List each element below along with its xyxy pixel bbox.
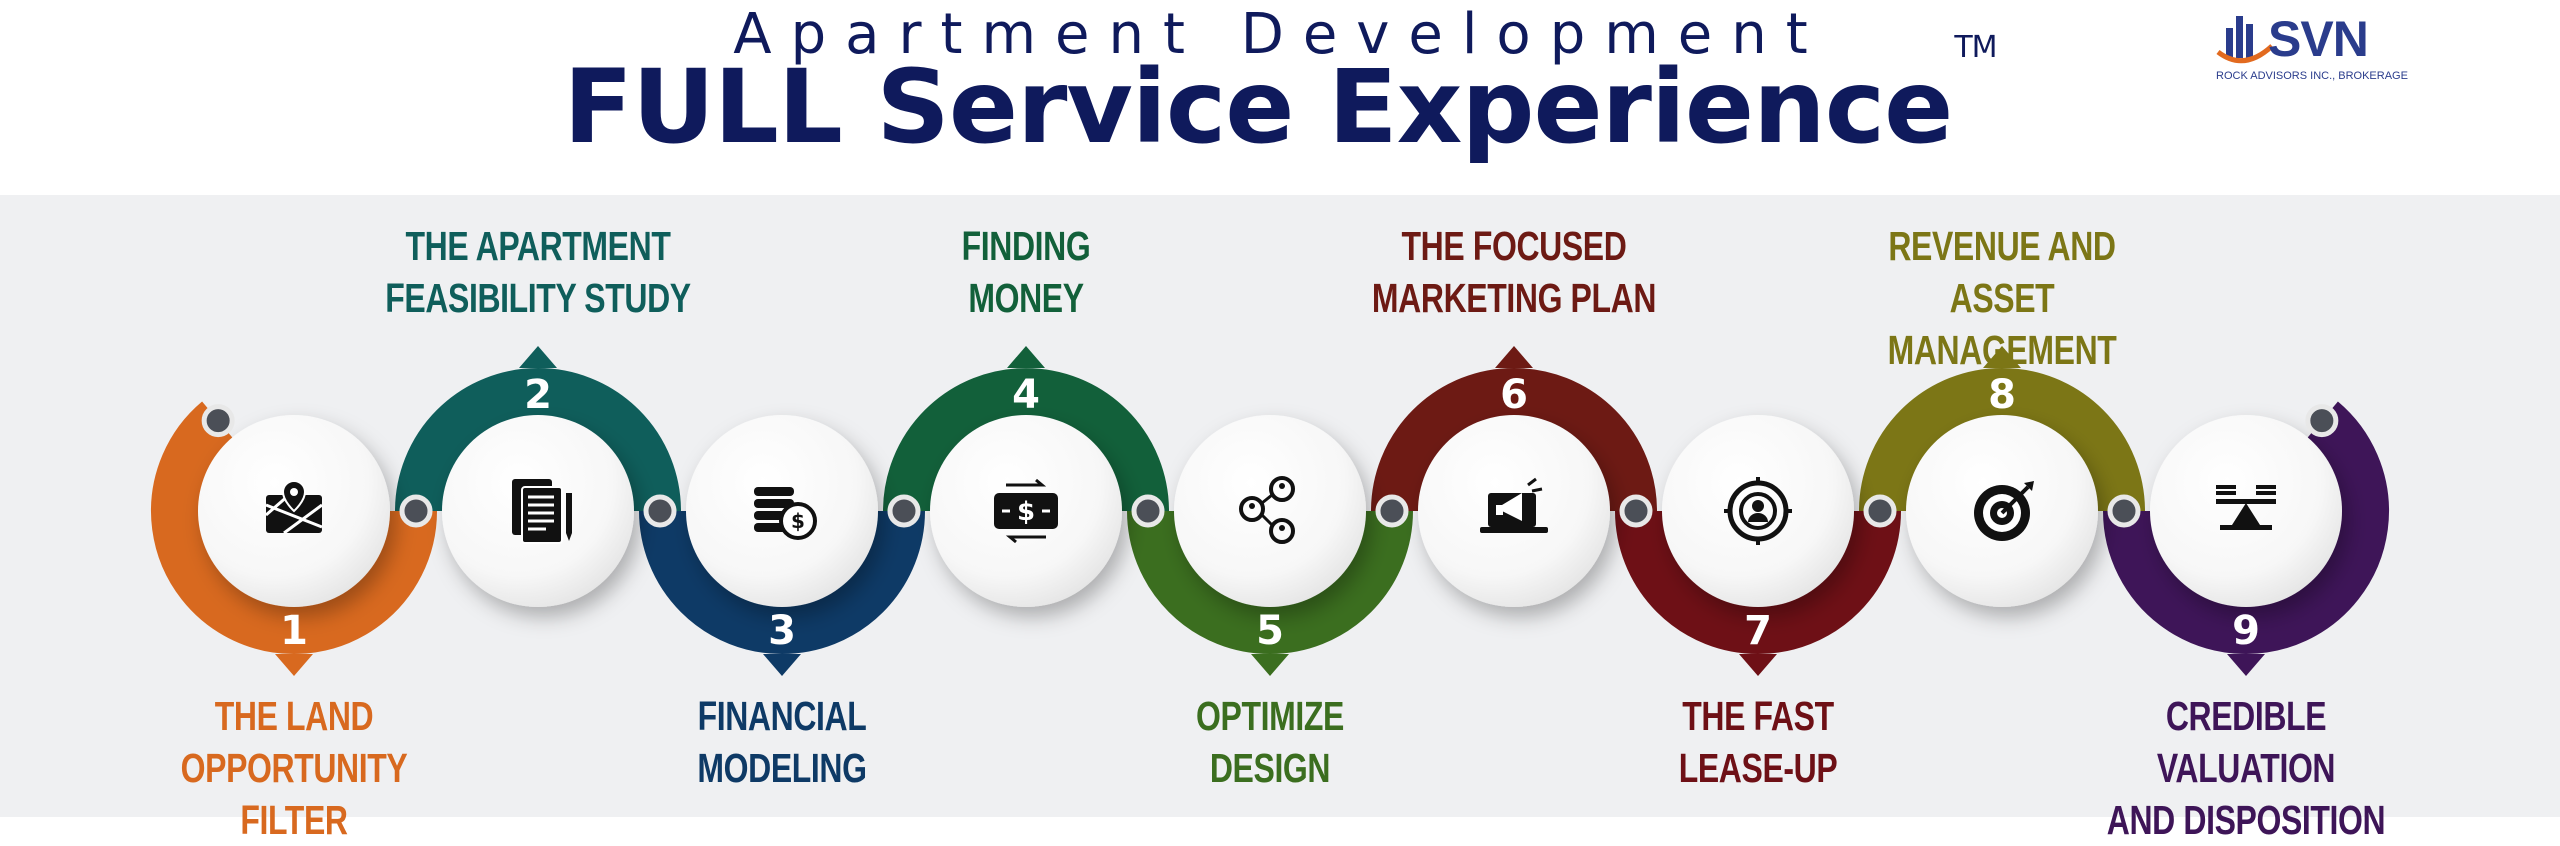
step-pointer-6 (1495, 346, 1533, 368)
step-disc-5 (1174, 415, 1366, 607)
step-pointer-4 (1007, 346, 1045, 368)
logo-bars-icon (2216, 16, 2274, 64)
step-pointer-8 (1983, 346, 2021, 368)
step-arc-9 (2103, 401, 2389, 654)
step-label-9: CREDIBLE VALUATION AND DISPOSITION (2106, 693, 2386, 843)
step-arc-3 (639, 510, 925, 654)
svg-text:$: $ (791, 509, 805, 533)
step-disc-2 (442, 415, 634, 607)
step-disc-8 (1906, 415, 2098, 607)
end-dot (2305, 404, 2339, 438)
disc-circle (1174, 415, 1366, 607)
step-disc-1 (198, 415, 390, 607)
network-people-icon (1239, 476, 1295, 544)
page-title: FULL Service ExperienceTM (0, 30, 2560, 167)
step-disc-6 (1418, 415, 1610, 607)
connector-dot (887, 494, 921, 528)
connector-dot (1863, 494, 1897, 528)
step-disc-4: $ (930, 415, 1122, 607)
disc-layer: $$ (198, 415, 2342, 607)
step-arc-5 (1127, 510, 1413, 654)
step-number-6: 6 (1500, 372, 1528, 418)
step-pointer-5 (1251, 654, 1289, 676)
step-number-4: 4 (1012, 372, 1040, 418)
balance-scale-icon (2216, 485, 2276, 530)
step-label-8: REVENUE AND ASSET MANAGEMENT (1887, 223, 2117, 373)
step-arc-1 (151, 401, 437, 654)
step-arc-4 (883, 368, 1169, 512)
step-pointer-2 (519, 346, 557, 368)
step-number-9: 9 (2232, 608, 2260, 654)
step-disc-9 (2150, 415, 2342, 607)
step-label-6: THE FOCUSED MARKETING PLAN (1371, 223, 1657, 321)
step-arc-6 (1371, 368, 1657, 512)
trademark-mark: TM (1954, 30, 1997, 65)
step-number-7: 7 (1744, 608, 1772, 654)
page-supertitle: Apartment Development (733, 2, 1827, 67)
step-pointer-1 (275, 654, 313, 676)
title-text: FULL Service Experience (563, 48, 1953, 167)
step-number-5: 5 (1256, 608, 1284, 654)
money-transfer-icon: $ (994, 478, 1058, 544)
connector-dot (1131, 494, 1165, 528)
step-disc-7 (1662, 415, 1854, 607)
connector-dot (1619, 494, 1653, 528)
step-arc-2 (395, 368, 681, 512)
connector-dot (2107, 494, 2141, 528)
step-number-1: 1 (280, 608, 308, 654)
coins-dollar-icon: $ (754, 487, 817, 540)
connector-dot (1375, 494, 1409, 528)
document-report-icon (512, 479, 572, 544)
step-pointer-3 (763, 654, 801, 676)
svn-logo: SVN ROCK ADVISORS INC., BROKERAGE (2214, 6, 2414, 86)
end-dot (201, 404, 235, 438)
step-number-3: 3 (768, 608, 796, 654)
header: Apartment Development FULL Service Exper… (0, 0, 2560, 195)
step-label-7: THE FAST LEASE-UP (1678, 693, 1838, 791)
step-pointer-9 (2227, 654, 2265, 676)
step-label-3: FINANCIAL MODELING (697, 693, 867, 791)
map-pin-icon (265, 479, 323, 535)
target-person-icon (1724, 477, 1792, 545)
step-label-2: THE APARTMENT FEASIBILITY STUDY (385, 223, 691, 321)
arc-layer (151, 346, 2389, 676)
step-number-2: 2 (524, 372, 552, 418)
step-disc-3: $ (686, 415, 878, 607)
bullseye-dart-icon (1974, 481, 2034, 541)
logo-subtitle: ROCK ADVISORS INC., BROKERAGE (2216, 70, 2408, 82)
laptop-megaphone-icon (1480, 477, 1548, 533)
logo-name: SVN (2268, 11, 2369, 67)
step-pointer-7 (1739, 654, 1777, 676)
svg-text:$: $ (1017, 497, 1035, 527)
step-label-5: OPTIMIZE DESIGN (1196, 693, 1344, 791)
connector-dot (399, 494, 433, 528)
step-label-1: THE LAND OPPORTUNITY FILTER (180, 693, 408, 843)
step-arc-8 (1859, 368, 2145, 512)
step-label-4: FINDING MONEY (961, 223, 1091, 321)
connector-layer (201, 404, 2339, 528)
number-layer: 1 2 3 4 5 6 7 8 9 (280, 372, 2260, 654)
step-number-8: 8 (1988, 372, 2016, 418)
step-arc-7 (1615, 510, 1901, 654)
connector-dot (643, 494, 677, 528)
